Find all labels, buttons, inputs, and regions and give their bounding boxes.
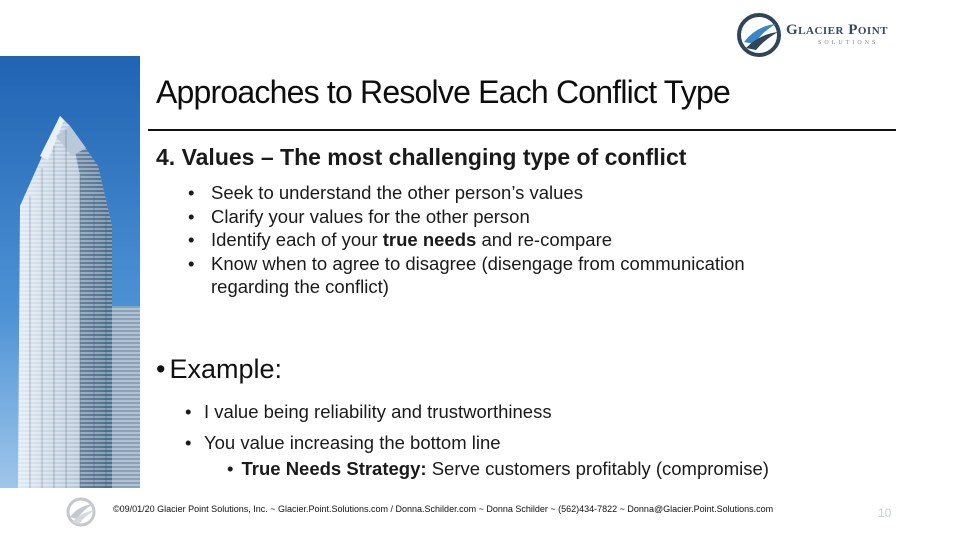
glacier-point-logo-icon xyxy=(737,13,781,57)
bullet-item: Identify each of your true needs and re-… xyxy=(188,228,745,252)
bullet-item: Clarify your values for the other person xyxy=(188,205,745,229)
bullet-item: Seek to understand the other person’s va… xyxy=(188,181,745,205)
strategy-text: Serve customers profitably (compromise) xyxy=(431,458,769,479)
section-heading: 4. Values – The most challenging type of… xyxy=(156,144,687,170)
building-image xyxy=(0,56,140,488)
strategy-label: True Needs Strategy: xyxy=(241,458,427,479)
example-item: I value being reliability and trustworth… xyxy=(185,396,552,427)
bullet-dot: • xyxy=(227,458,234,479)
footer-text: ©09/01/20 Glacier Point Solutions, Inc. … xyxy=(113,504,774,514)
strategy-item: • True Needs Strategy: Serve customers pr… xyxy=(227,458,769,480)
example-item: You value increasing the bottom line xyxy=(185,427,552,458)
slide-title: Approaches to Resolve Each Conflict Type xyxy=(156,74,731,110)
logo-subtitle: SOLUTIONS xyxy=(818,40,879,46)
bullet-dot: • xyxy=(156,354,166,384)
company-logo: Glacier Point SOLUTIONS xyxy=(736,12,906,60)
example-heading: •Example: xyxy=(156,354,283,384)
bullet-list: Seek to understand the other person’s va… xyxy=(188,181,745,299)
page-number: 10 xyxy=(878,506,892,520)
example-list: I value being reliability and trustworth… xyxy=(185,396,552,458)
bullet-item: Know when to agree to disagree (disengag… xyxy=(188,252,745,299)
footer-logo-icon xyxy=(66,497,96,527)
logo-name: Glacier Point xyxy=(786,22,888,38)
title-divider xyxy=(148,129,896,131)
